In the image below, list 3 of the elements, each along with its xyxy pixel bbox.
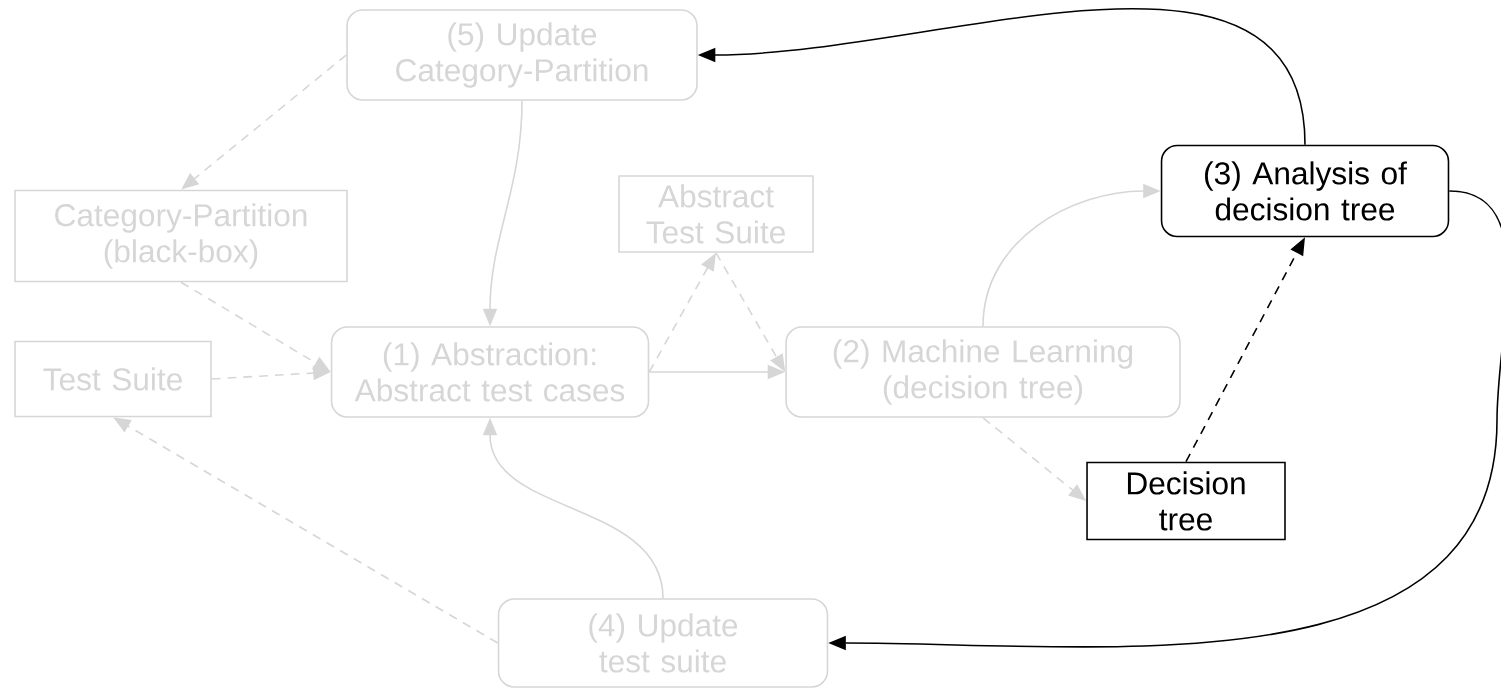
dashed-arrow [181,54,348,190]
process-box: (3) Analysis of decision tree [1160,144,1450,238]
data-box: Decision tree [1086,461,1286,541]
